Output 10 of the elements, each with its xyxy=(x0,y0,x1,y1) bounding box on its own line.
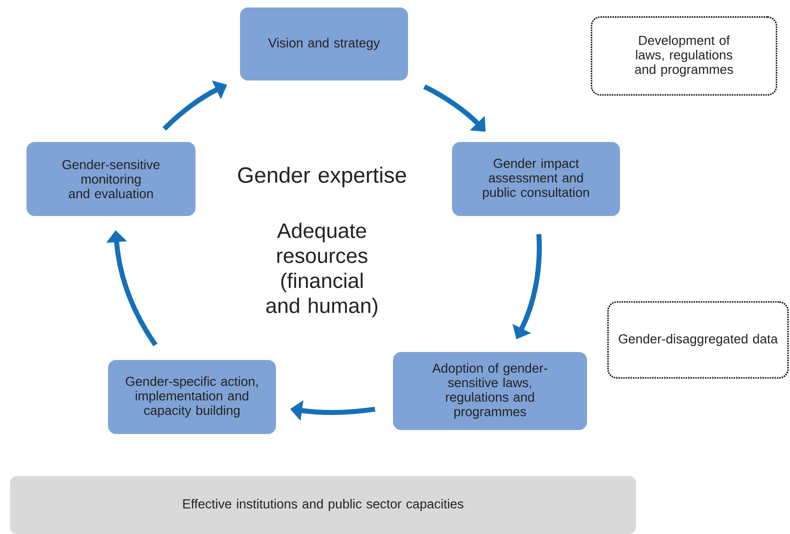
dotted-note-box: Development of laws, regulations and programmes xyxy=(590,16,778,96)
foundation-bar: Effective institutions and public sector capacities xyxy=(10,476,636,534)
dotted-note-box: Gender-disaggregated data xyxy=(607,301,789,379)
process-box: Gender-sensitive monitoring and evaluation xyxy=(26,142,196,216)
center-text: Gender expertise xyxy=(238,166,406,188)
process-box: Vision and strategy xyxy=(240,8,408,80)
process-box: Gender-specific action, implementation and capacity building xyxy=(108,360,276,434)
process-box: Gender impact assessment and public consultation xyxy=(452,142,620,216)
process-box: Adoption of gender-sensitive laws, regulations and programmes xyxy=(393,352,587,430)
center-text: Adequate resources (financial and human) xyxy=(266,222,378,318)
